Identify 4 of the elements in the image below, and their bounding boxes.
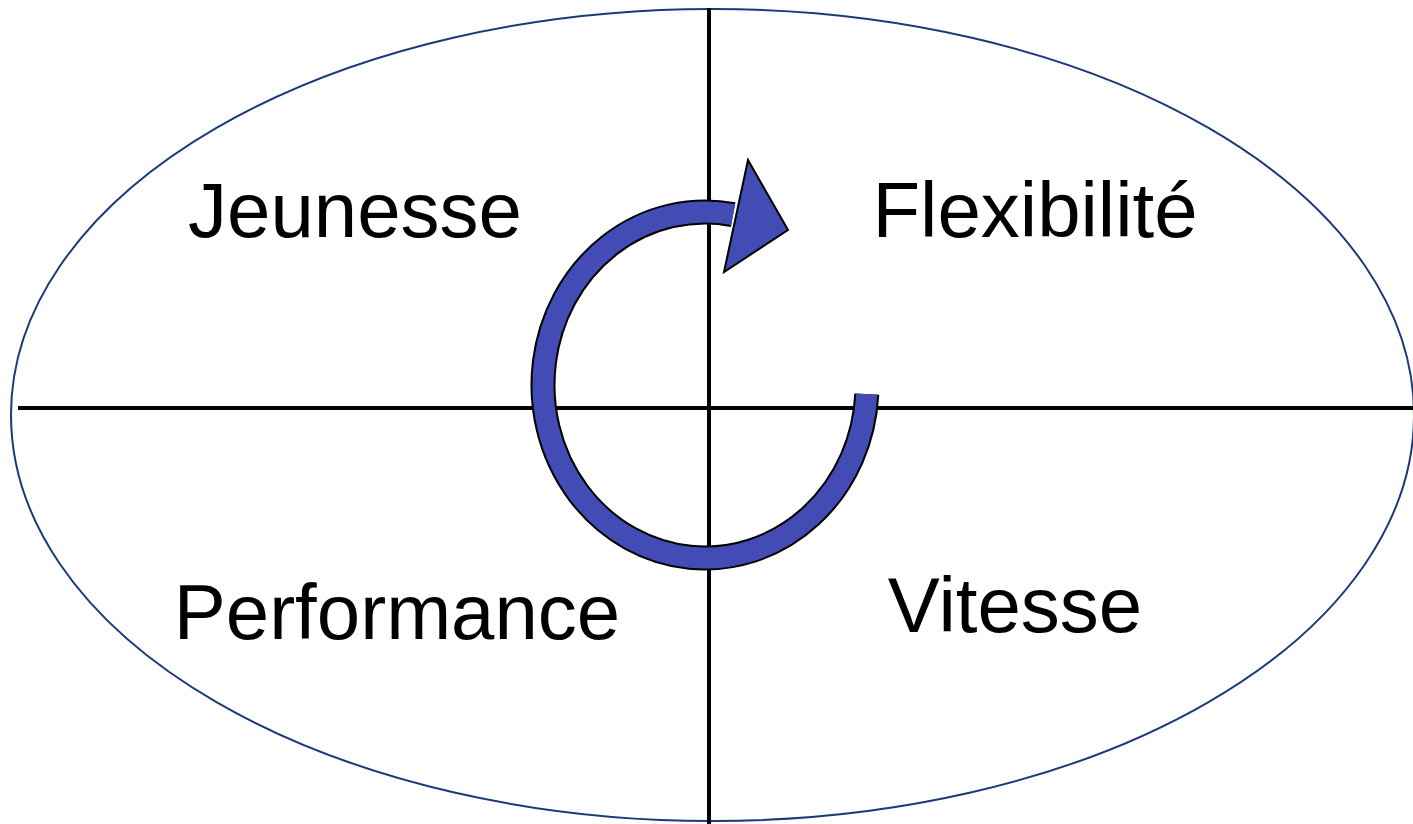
quadrant-label: Performance (173, 573, 621, 651)
quadrant-label: Vitesse (887, 566, 1143, 644)
quadrant-label: Flexibilité (872, 171, 1198, 249)
quadrant-label: Jeunesse (188, 171, 522, 249)
